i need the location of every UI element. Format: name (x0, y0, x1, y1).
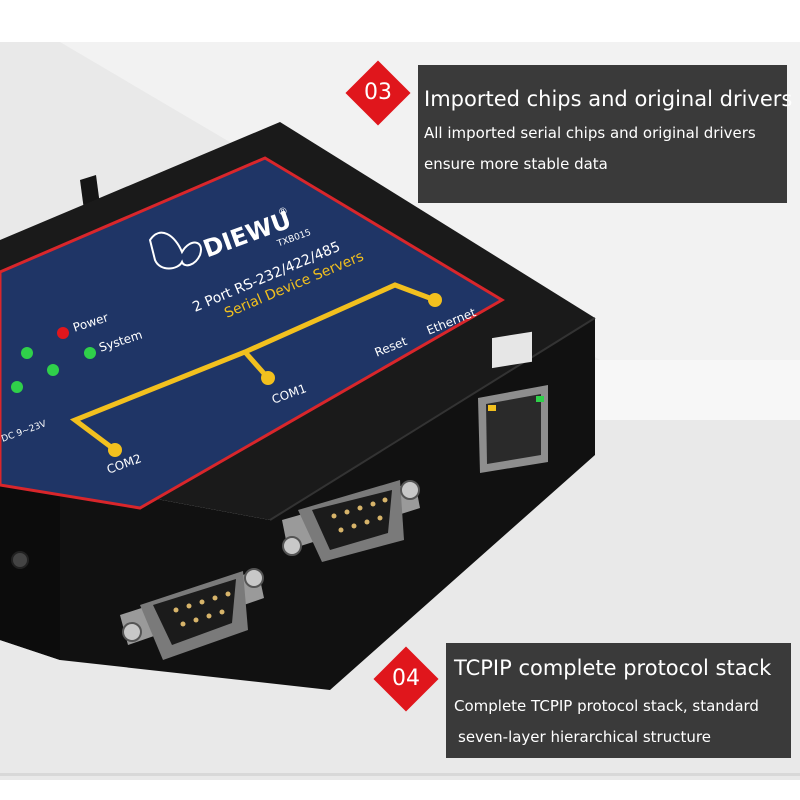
trace-node-com1 (261, 371, 275, 385)
callout-04: TCPIP complete protocol stack Complete T… (446, 643, 791, 758)
butterfly-logo-icon (148, 231, 202, 270)
background-light-stripe-2 (560, 360, 800, 420)
ethernet-jack-icon (492, 331, 532, 369)
callout-03-line-1: All imported serial chips and original d… (424, 124, 756, 142)
side-screw-icon (11, 551, 29, 569)
ethernet-port (478, 331, 548, 473)
background-bottom (0, 780, 800, 800)
device-left-face (0, 470, 60, 660)
badge-04-number: 04 (392, 666, 420, 691)
label-panel (0, 156, 505, 510)
background-top (0, 0, 800, 42)
floor-line (0, 773, 800, 776)
callout-04-line-1: Complete TCPIP protocol stack, standard (454, 697, 759, 715)
ethernet-activity-led-icon (488, 405, 496, 411)
db9-connector-com1 (282, 480, 420, 562)
screw-icon (400, 480, 420, 500)
callout-03: Imported chips and original drivers All … (418, 65, 792, 203)
trace-node-ethernet (428, 293, 442, 307)
led-green-1-icon (21, 347, 33, 359)
screw-icon (122, 622, 142, 642)
power-led-icon (57, 327, 69, 339)
callout-03-line-2: ensure more stable data (424, 155, 608, 173)
trace-node-com2 (108, 443, 122, 457)
registered-mark: ® (277, 205, 290, 219)
callout-04-title: TCPIP complete protocol stack (454, 656, 772, 680)
led-green-2-icon (47, 364, 59, 376)
device-edge (269, 317, 596, 521)
screw-icon (244, 568, 264, 588)
db9-connector-com2 (120, 568, 264, 660)
badge-03-number: 03 (364, 80, 392, 105)
callout-04-line-2: seven-layer hierarchical structure (458, 728, 711, 746)
led-green-3-icon (11, 381, 23, 393)
system-led-icon (84, 347, 96, 359)
ethernet-link-led-icon (536, 396, 544, 402)
screw-icon (282, 536, 302, 556)
callout-03-title: Imported chips and original drivers (424, 87, 793, 111)
